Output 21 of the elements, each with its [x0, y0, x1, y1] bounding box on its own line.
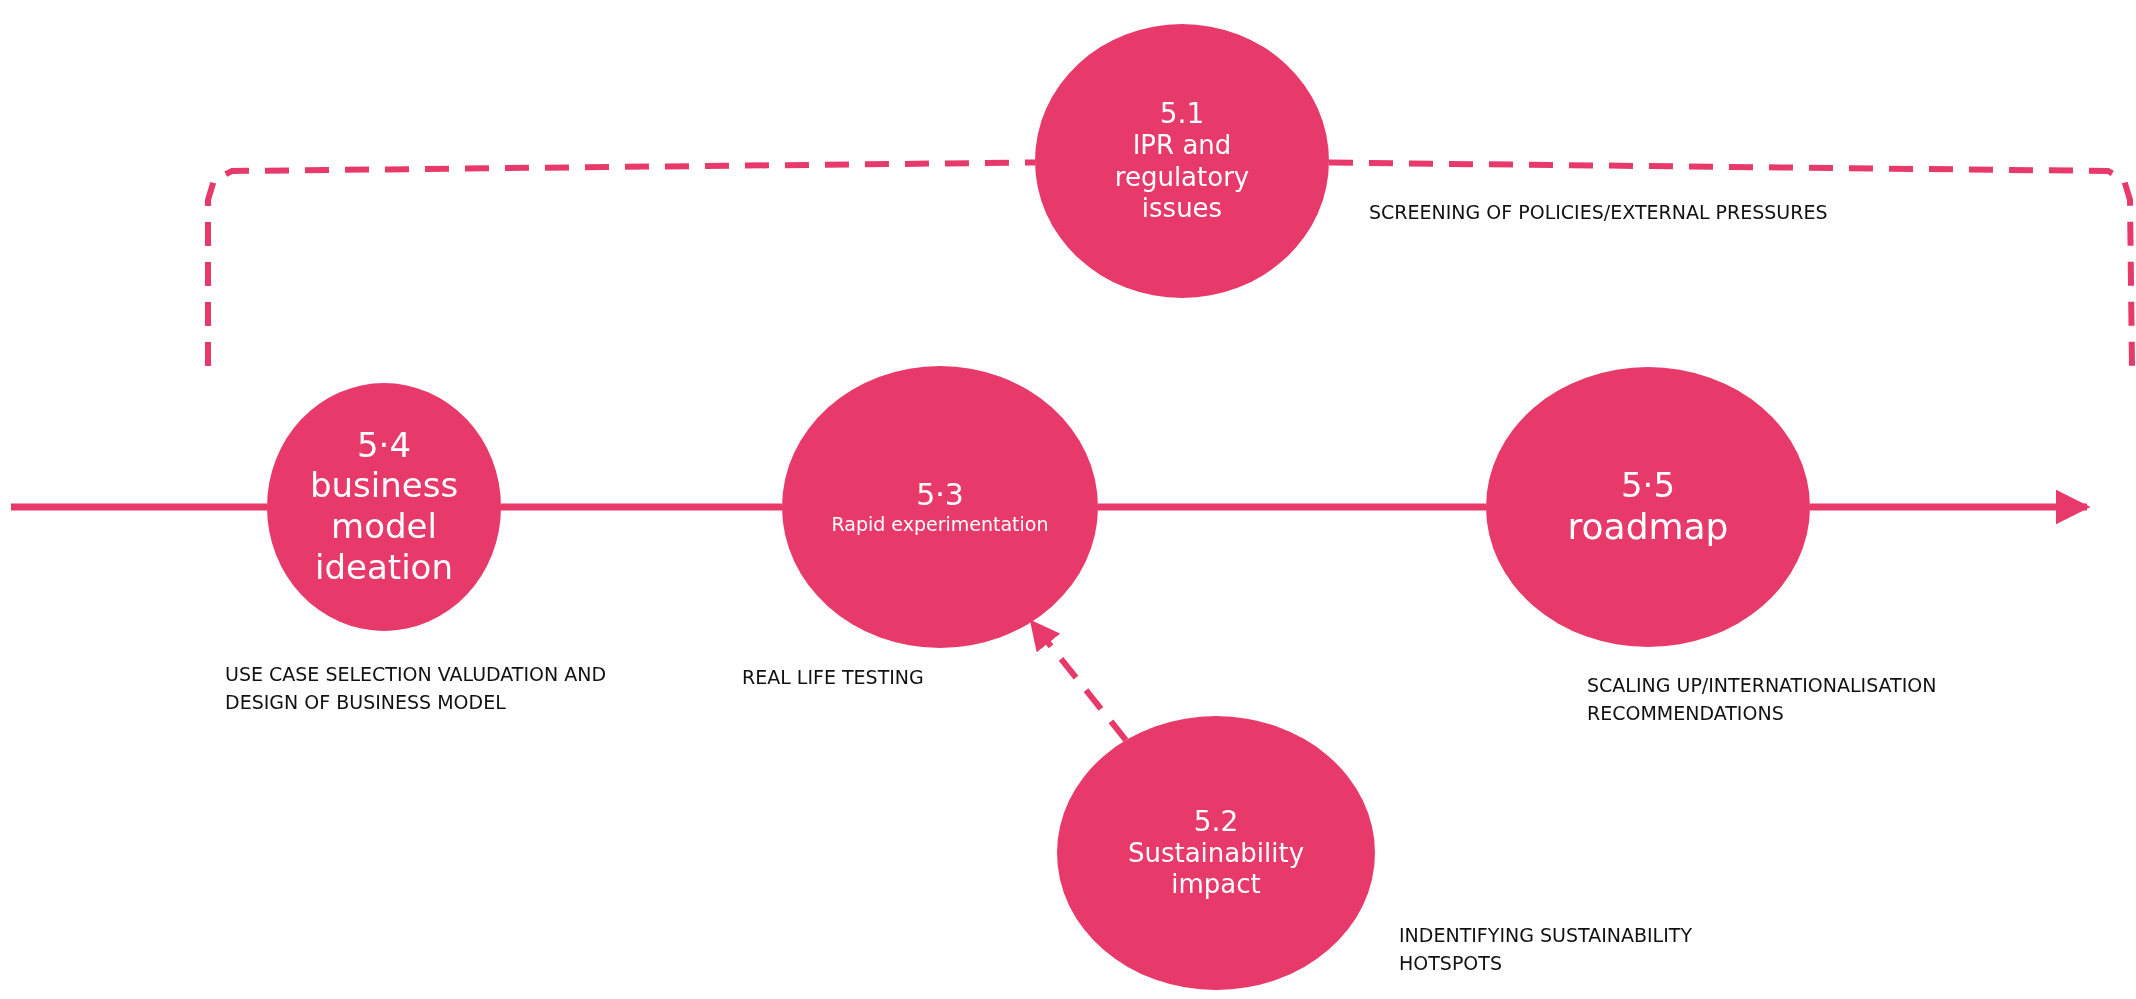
dashed-arrow — [1029, 619, 1129, 742]
step-number: 5.1 — [1159, 98, 1205, 131]
step-number: 5·5 — [1620, 465, 1676, 505]
step-number: 5·3 — [916, 478, 964, 513]
step-caption: REAL LIFE TESTING — [742, 665, 925, 690]
step-number: 5·4 — [356, 426, 412, 466]
step-caption: SCALING UP/INTERNATIONALISATION RECOMMENDATIONS — [1587, 673, 1938, 726]
step-title: roadmap — [1567, 504, 1729, 549]
dashed-connector-line — [1328, 159, 2135, 367]
dashed-connector-line — [205, 159, 1036, 366]
step-caption: SCREENING OF POLICIES/EXTERNAL PRESSURES — [1369, 200, 1829, 225]
step-title: Rapid experimentation — [831, 512, 1049, 536]
step-title: IPR and regulatory issues — [1113, 130, 1251, 224]
connector-line — [1098, 503, 1486, 511]
step-caption: USE CASE SELECTION VALUDATION AND DESIGN OF BUSINESS MODEL — [225, 662, 608, 715]
step-caption: INDENTIFYING SUSTAINABILITY HOTSPOTS — [1399, 923, 1693, 976]
step-title: business model ideation — [308, 465, 460, 588]
arrow — [1810, 489, 2091, 525]
connector-line — [501, 503, 782, 511]
step-title: Sustainability impact — [1126, 837, 1305, 901]
step-number: 5.2 — [1193, 805, 1239, 838]
